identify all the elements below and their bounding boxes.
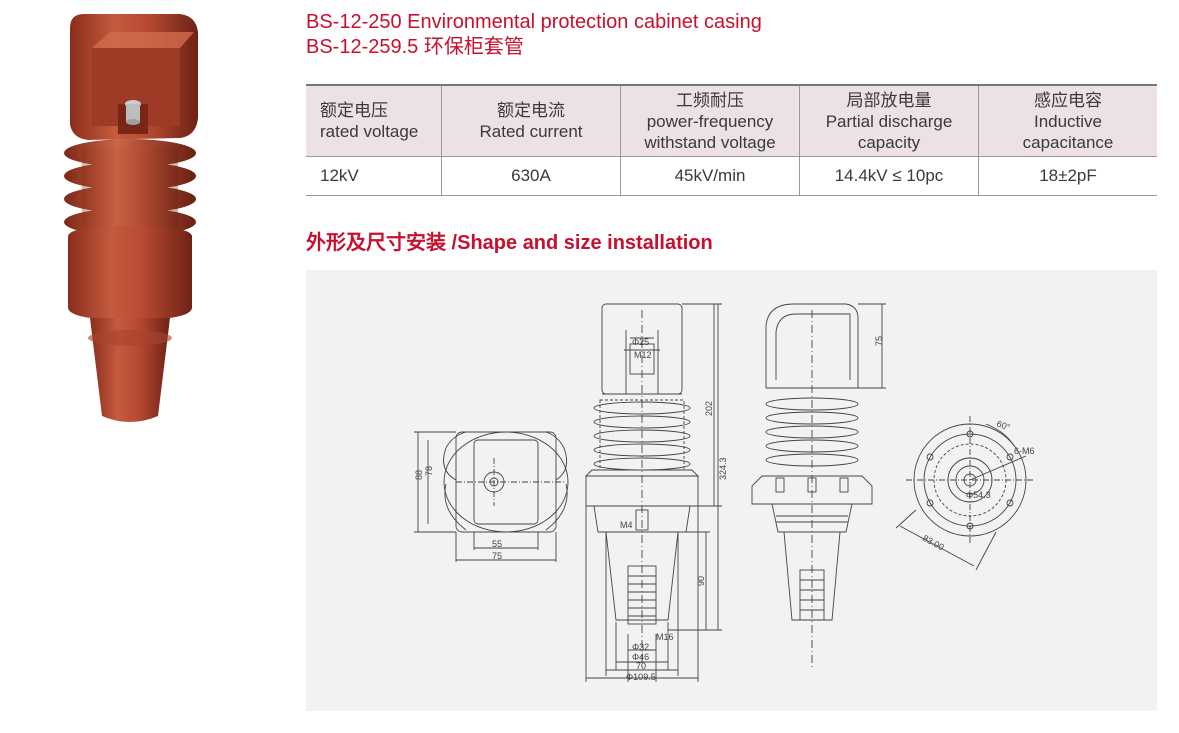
dim-88: 88 <box>414 470 424 480</box>
header-inductive-capacitance: 感应电容 Inductive capacitance <box>978 84 1157 157</box>
dim-m12: M12 <box>634 350 652 360</box>
dim-83: 83.00 <box>921 533 946 552</box>
table-row: 12kV 630A 45kV/min 14.4kV ≤ 10pc 18±2pF <box>306 156 1157 196</box>
dim-55: 55 <box>492 539 502 549</box>
header-rated-current: 额定电流 Rated current <box>441 84 621 157</box>
side-view <box>751 303 886 670</box>
dim-202: 202 <box>704 401 714 416</box>
cell-rated-current: 630A <box>441 156 621 196</box>
dim-70: 70 <box>636 661 646 671</box>
dim-90: 90 <box>696 576 706 586</box>
dim-324-3: 324.3 <box>718 457 728 480</box>
dim-75-side: 75 <box>874 336 884 346</box>
spec-table: 额定电压 rated voltage 额定电流 Rated current 工频… <box>306 84 1157 196</box>
dim-6-m6: 6-M6 <box>1014 446 1035 456</box>
cell-power-frequency: 45kV/min <box>620 156 800 196</box>
dim-75: 75 <box>492 551 502 561</box>
title-en: BS-12-250 Environmental protection cabin… <box>306 11 762 33</box>
cell-rated-voltage: 12kV <box>306 156 442 196</box>
header-rated-voltage: 额定电压 rated voltage <box>306 84 442 157</box>
dim-m4: M4 <box>620 520 633 530</box>
title-cn: BS-12-259.5 环保柜套管 <box>306 36 524 58</box>
bottom-view <box>895 416 1034 571</box>
product-title: BS-12-250 Environmental protection cabin… <box>306 10 762 60</box>
technical-drawing: 88 78 55 75 Φ25 M12 202 324.3 M4 90 M16 … <box>306 270 1157 711</box>
front-view <box>584 303 722 682</box>
dim-phi25: Φ25 <box>632 337 649 347</box>
dim-54-3: Φ54.3 <box>966 490 991 500</box>
section-title: 外形及尺寸安装 /Shape and size installation <box>306 232 713 254</box>
dim-78: 78 <box>424 466 434 476</box>
product-image <box>64 14 198 422</box>
dim-60-deg: 60° <box>995 418 1012 432</box>
header-power-frequency: 工频耐压 power-frequency withstand voltage <box>620 84 800 157</box>
cell-inductive-capacitance: 18±2pF <box>978 156 1157 196</box>
header-partial-discharge: 局部放电量 Partial discharge capacity <box>799 84 979 157</box>
dim-m16: M16 <box>656 632 674 642</box>
cell-partial-discharge: 14.4kV ≤ 10pc <box>799 156 979 196</box>
dimension-labels: 88 78 55 75 Φ25 M12 202 324.3 M4 90 M16 … <box>414 336 1035 682</box>
dim-phi109-5: Φ109.5 <box>626 672 656 682</box>
dim-phi46: Φ46 <box>632 652 649 662</box>
top-view <box>414 431 569 562</box>
drawing-svg: 88 78 55 75 Φ25 M12 202 324.3 M4 90 M16 … <box>414 303 1035 682</box>
dim-phi32: Φ32 <box>632 642 649 652</box>
